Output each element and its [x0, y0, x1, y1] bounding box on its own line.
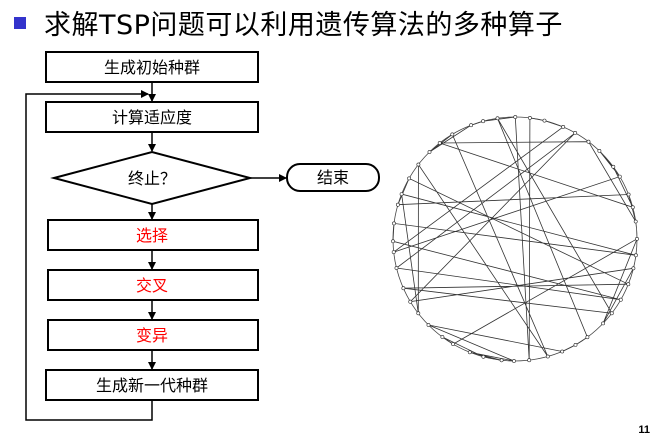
city-node: [611, 164, 616, 169]
bullet-square-icon: [14, 17, 26, 29]
city-node: [585, 335, 590, 340]
city-node: [635, 236, 639, 241]
slide-title-row: 求解TSP问题可以利用遗传算法的多种算子: [14, 4, 563, 41]
city-node: [481, 119, 486, 124]
city-node: [597, 149, 602, 153]
city-node: [573, 130, 578, 135]
city-node: [573, 342, 578, 347]
step-fitness-label: 计算适应度: [112, 108, 192, 127]
tsp-tour-figure: [391, 115, 639, 363]
step-crossover-label: 交叉: [136, 276, 168, 295]
city-node: [617, 174, 622, 179]
step-fitness: 计算适应度: [45, 101, 259, 133]
step-init-population: 生成初始种群: [45, 51, 259, 83]
city-node: [633, 219, 638, 224]
city-node: [391, 239, 395, 244]
step-mutation-label: 变异: [136, 326, 168, 345]
slide-title: 求解TSP问题可以利用遗传算法的多种算子: [44, 9, 563, 41]
city-node: [469, 123, 474, 128]
city-node: [545, 354, 550, 359]
city-node: [631, 266, 636, 271]
city-node: [626, 282, 631, 287]
city-node: [618, 297, 623, 302]
step-mutation: 变异: [47, 319, 259, 351]
city-node: [391, 250, 396, 255]
page-number: 11: [638, 424, 650, 436]
city-node: [527, 115, 532, 120]
decision-terminate-label: 终止？: [128, 169, 176, 188]
step-end: 结束: [286, 163, 380, 192]
city-node: [560, 349, 565, 354]
city-node: [513, 115, 518, 119]
city-node: [416, 162, 421, 167]
city-node: [451, 342, 456, 347]
city-node: [407, 176, 412, 181]
city-node: [450, 132, 455, 137]
city-node: [392, 221, 396, 226]
city-node: [416, 311, 421, 316]
city-node: [561, 124, 566, 129]
city-node: [527, 358, 532, 363]
step-end-label: 结束: [317, 168, 349, 187]
city-node: [408, 299, 413, 304]
city-node: [542, 118, 547, 123]
step-new-generation: 生成新一代种群: [45, 369, 259, 401]
city-node: [626, 192, 631, 197]
city-node: [512, 359, 516, 363]
city-node: [399, 192, 404, 197]
city-node: [437, 141, 442, 145]
city-node: [586, 139, 591, 144]
city-node: [609, 311, 614, 316]
city-node: [394, 266, 399, 270]
step-init-label: 生成初始种群: [104, 58, 200, 77]
city-node: [440, 335, 445, 339]
city-node: [630, 205, 635, 210]
step-new-generation-label: 生成新一代种群: [96, 376, 208, 395]
city-node: [481, 354, 486, 359]
step-crossover: 交叉: [47, 269, 259, 301]
city-node: [395, 202, 400, 207]
step-select-label: 选择: [136, 226, 168, 245]
city-node: [495, 116, 500, 121]
city-node: [427, 150, 432, 154]
city-node: [601, 321, 606, 326]
city-node: [499, 358, 504, 363]
city-node: [426, 323, 431, 327]
ga-flowchart: 生成初始种群 计算适应度 终止？ 结束 选择 交叉 变异: [25, 51, 380, 421]
step-select: 选择: [47, 219, 259, 251]
loop-back-arrow: [25, 90, 153, 421]
decision-terminate: 终止？: [50, 150, 254, 206]
city-node: [633, 253, 638, 258]
city-node: [401, 286, 406, 291]
city-node: [467, 350, 472, 355]
